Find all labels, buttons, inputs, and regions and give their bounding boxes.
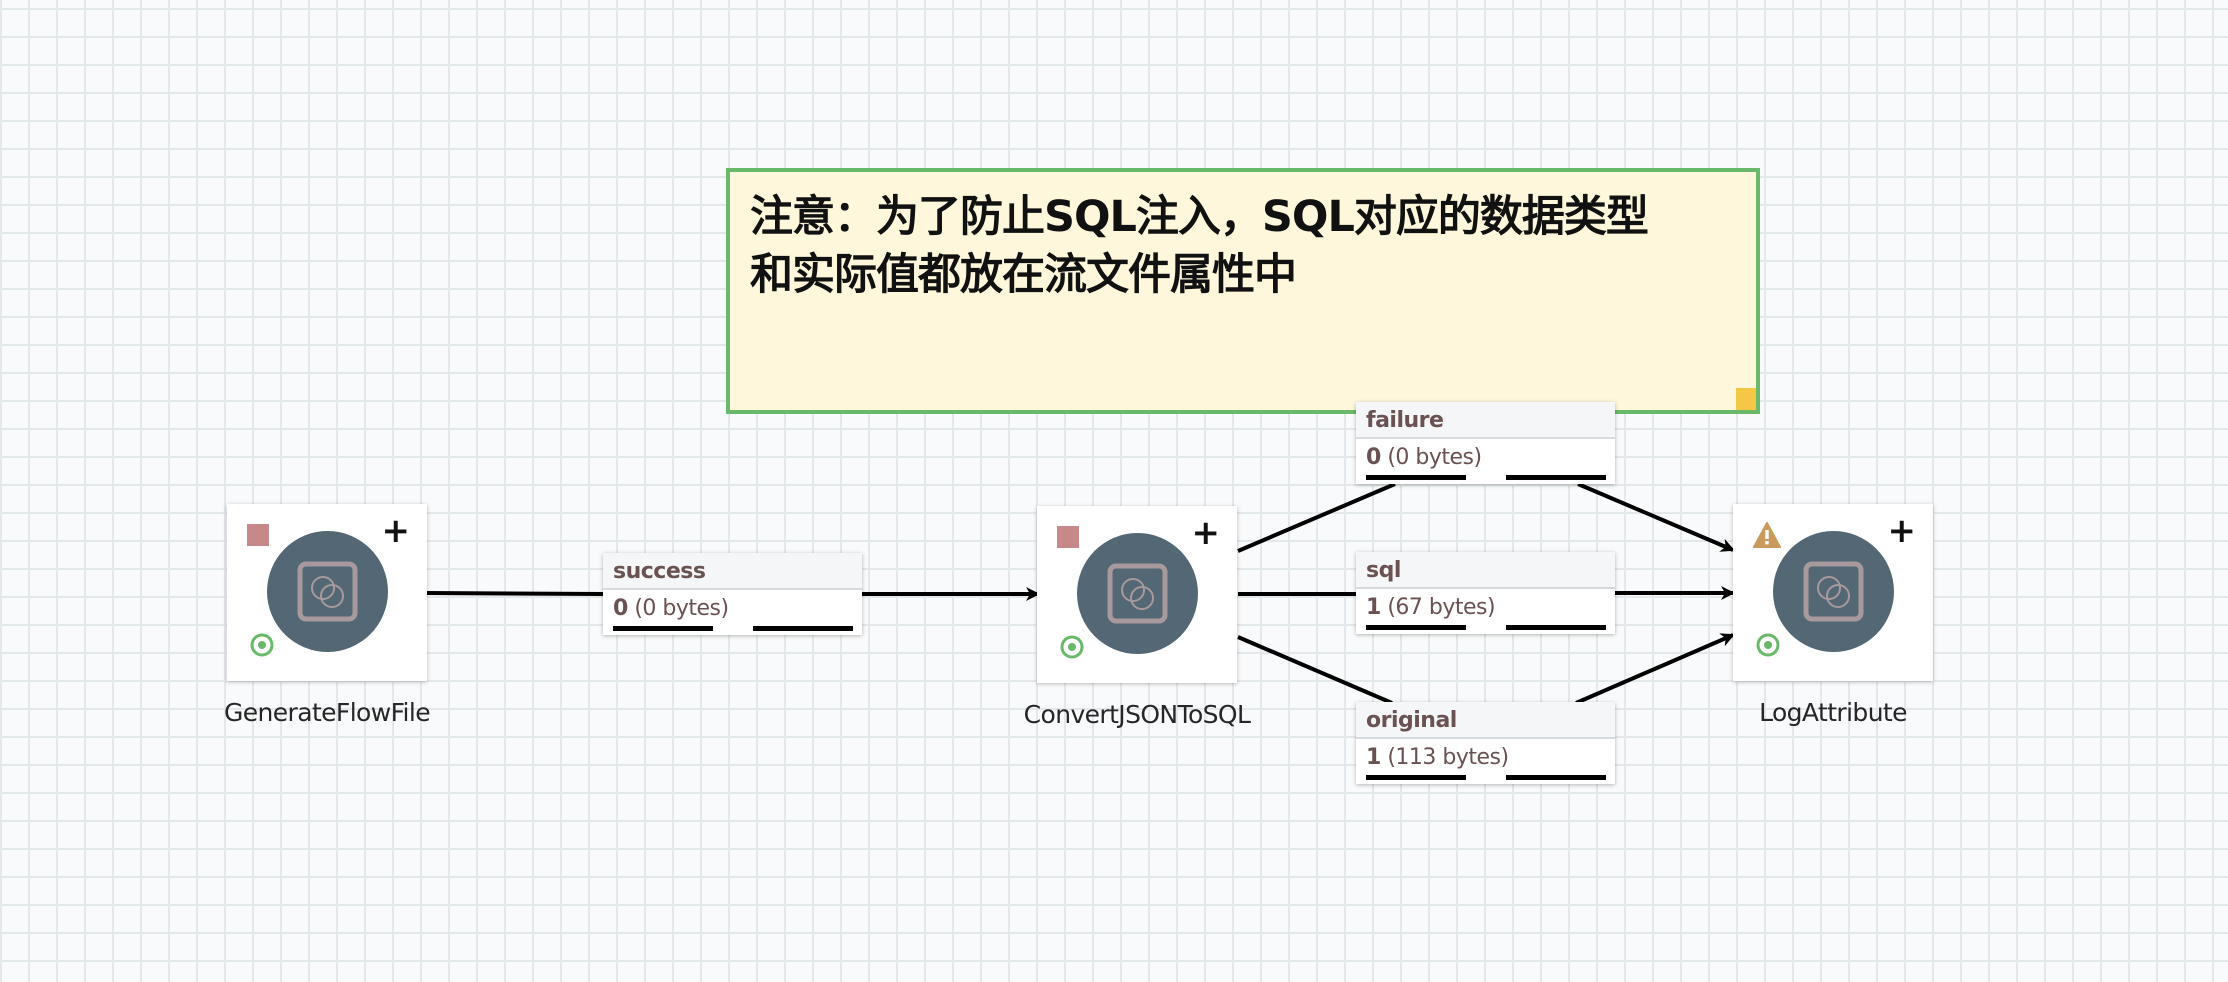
backpressure-size-bar bbox=[753, 626, 853, 631]
queued-count: 0 bbox=[1366, 445, 1381, 470]
relationship-name: failure bbox=[1356, 402, 1615, 439]
queued-size: (0 bytes) bbox=[1387, 445, 1482, 470]
backpressure-size-bar bbox=[1506, 475, 1606, 480]
backpressure-count-bar bbox=[1366, 625, 1466, 630]
plus-icon[interactable]: + bbox=[1887, 511, 1917, 551]
processor-name: GenerateFlowFile bbox=[223, 698, 431, 727]
processor-glyph-icon bbox=[297, 561, 358, 622]
queue-stats: 1 (113 bytes) bbox=[1356, 739, 1615, 784]
label-text-line-1: 注意：为了防止SQL注入，SQL对应的数据类型 bbox=[750, 192, 1649, 242]
backpressure-size-bar bbox=[1506, 775, 1606, 780]
backpressure-size-bar bbox=[1506, 625, 1606, 630]
processor-icon bbox=[1077, 533, 1198, 654]
queued-size: (113 bytes) bbox=[1387, 745, 1509, 770]
plus-icon[interactable]: + bbox=[381, 511, 411, 551]
processor-icon bbox=[1773, 531, 1894, 652]
queue-stats: 0 (0 bytes) bbox=[603, 590, 862, 635]
transmitting-indicator-icon bbox=[1060, 635, 1084, 659]
backpressure-count-bar bbox=[1366, 775, 1466, 780]
queue-stats: 1 (67 bytes) bbox=[1356, 589, 1615, 634]
label-text: 注意：为了防止SQL注入，SQL对应的数据类型 和实际值都放在流文件属性中 bbox=[750, 188, 1742, 304]
connection-label-success[interactable]: success 0 (0 bytes) bbox=[603, 553, 862, 635]
relationship-name: sql bbox=[1356, 552, 1615, 589]
queued-size: (0 bytes) bbox=[634, 596, 729, 621]
processor-logattribute[interactable]: + bbox=[1733, 504, 1933, 681]
processor-name: ConvertJSONToSQL bbox=[1023, 700, 1251, 729]
connection-line-success-a[interactable] bbox=[426, 591, 604, 596]
processor-convertjsontosql[interactable]: + bbox=[1037, 506, 1237, 683]
processor-name: LogAttribute bbox=[1759, 698, 1907, 727]
warning-icon[interactable] bbox=[1753, 522, 1781, 548]
connection-line-failure-b[interactable] bbox=[1577, 482, 1735, 552]
connection-label-sql[interactable]: sql 1 (67 bytes) bbox=[1356, 552, 1615, 634]
relationship-name: success bbox=[603, 553, 862, 590]
relationship-name: original bbox=[1356, 702, 1615, 739]
queued-size: (67 bytes) bbox=[1387, 595, 1496, 620]
processor-generateflowfile[interactable]: + bbox=[227, 504, 427, 681]
transmitting-indicator-icon bbox=[250, 633, 274, 657]
stop-icon bbox=[1057, 526, 1079, 548]
processor-icon bbox=[267, 531, 388, 652]
queued-count: 0 bbox=[613, 596, 628, 621]
connection-line-original-b[interactable] bbox=[1575, 633, 1735, 705]
canvas-label[interactable]: 注意：为了防止SQL注入，SQL对应的数据类型 和实际值都放在流文件属性中 bbox=[726, 168, 1760, 414]
processor-glyph-icon bbox=[1803, 561, 1864, 622]
queued-count: 1 bbox=[1366, 595, 1381, 620]
transmitting-indicator-icon bbox=[1756, 633, 1780, 657]
connection-line-failure-a[interactable] bbox=[1237, 482, 1396, 553]
stop-icon bbox=[247, 524, 269, 546]
connection-label-failure[interactable]: failure 0 (0 bytes) bbox=[1356, 402, 1615, 484]
connection-line-original-a[interactable] bbox=[1237, 635, 1393, 705]
backpressure-count-bar bbox=[1366, 475, 1466, 480]
queued-count: 1 bbox=[1366, 745, 1381, 770]
queue-stats: 0 (0 bytes) bbox=[1356, 439, 1615, 484]
label-text-line-2: 和实际值都放在流文件属性中 bbox=[750, 250, 1297, 300]
backpressure-count-bar bbox=[613, 626, 713, 631]
processor-glyph-icon bbox=[1107, 563, 1168, 624]
plus-icon[interactable]: + bbox=[1191, 513, 1221, 553]
label-resize-handle[interactable] bbox=[1736, 388, 1756, 410]
connection-label-original[interactable]: original 1 (113 bytes) bbox=[1356, 702, 1615, 784]
